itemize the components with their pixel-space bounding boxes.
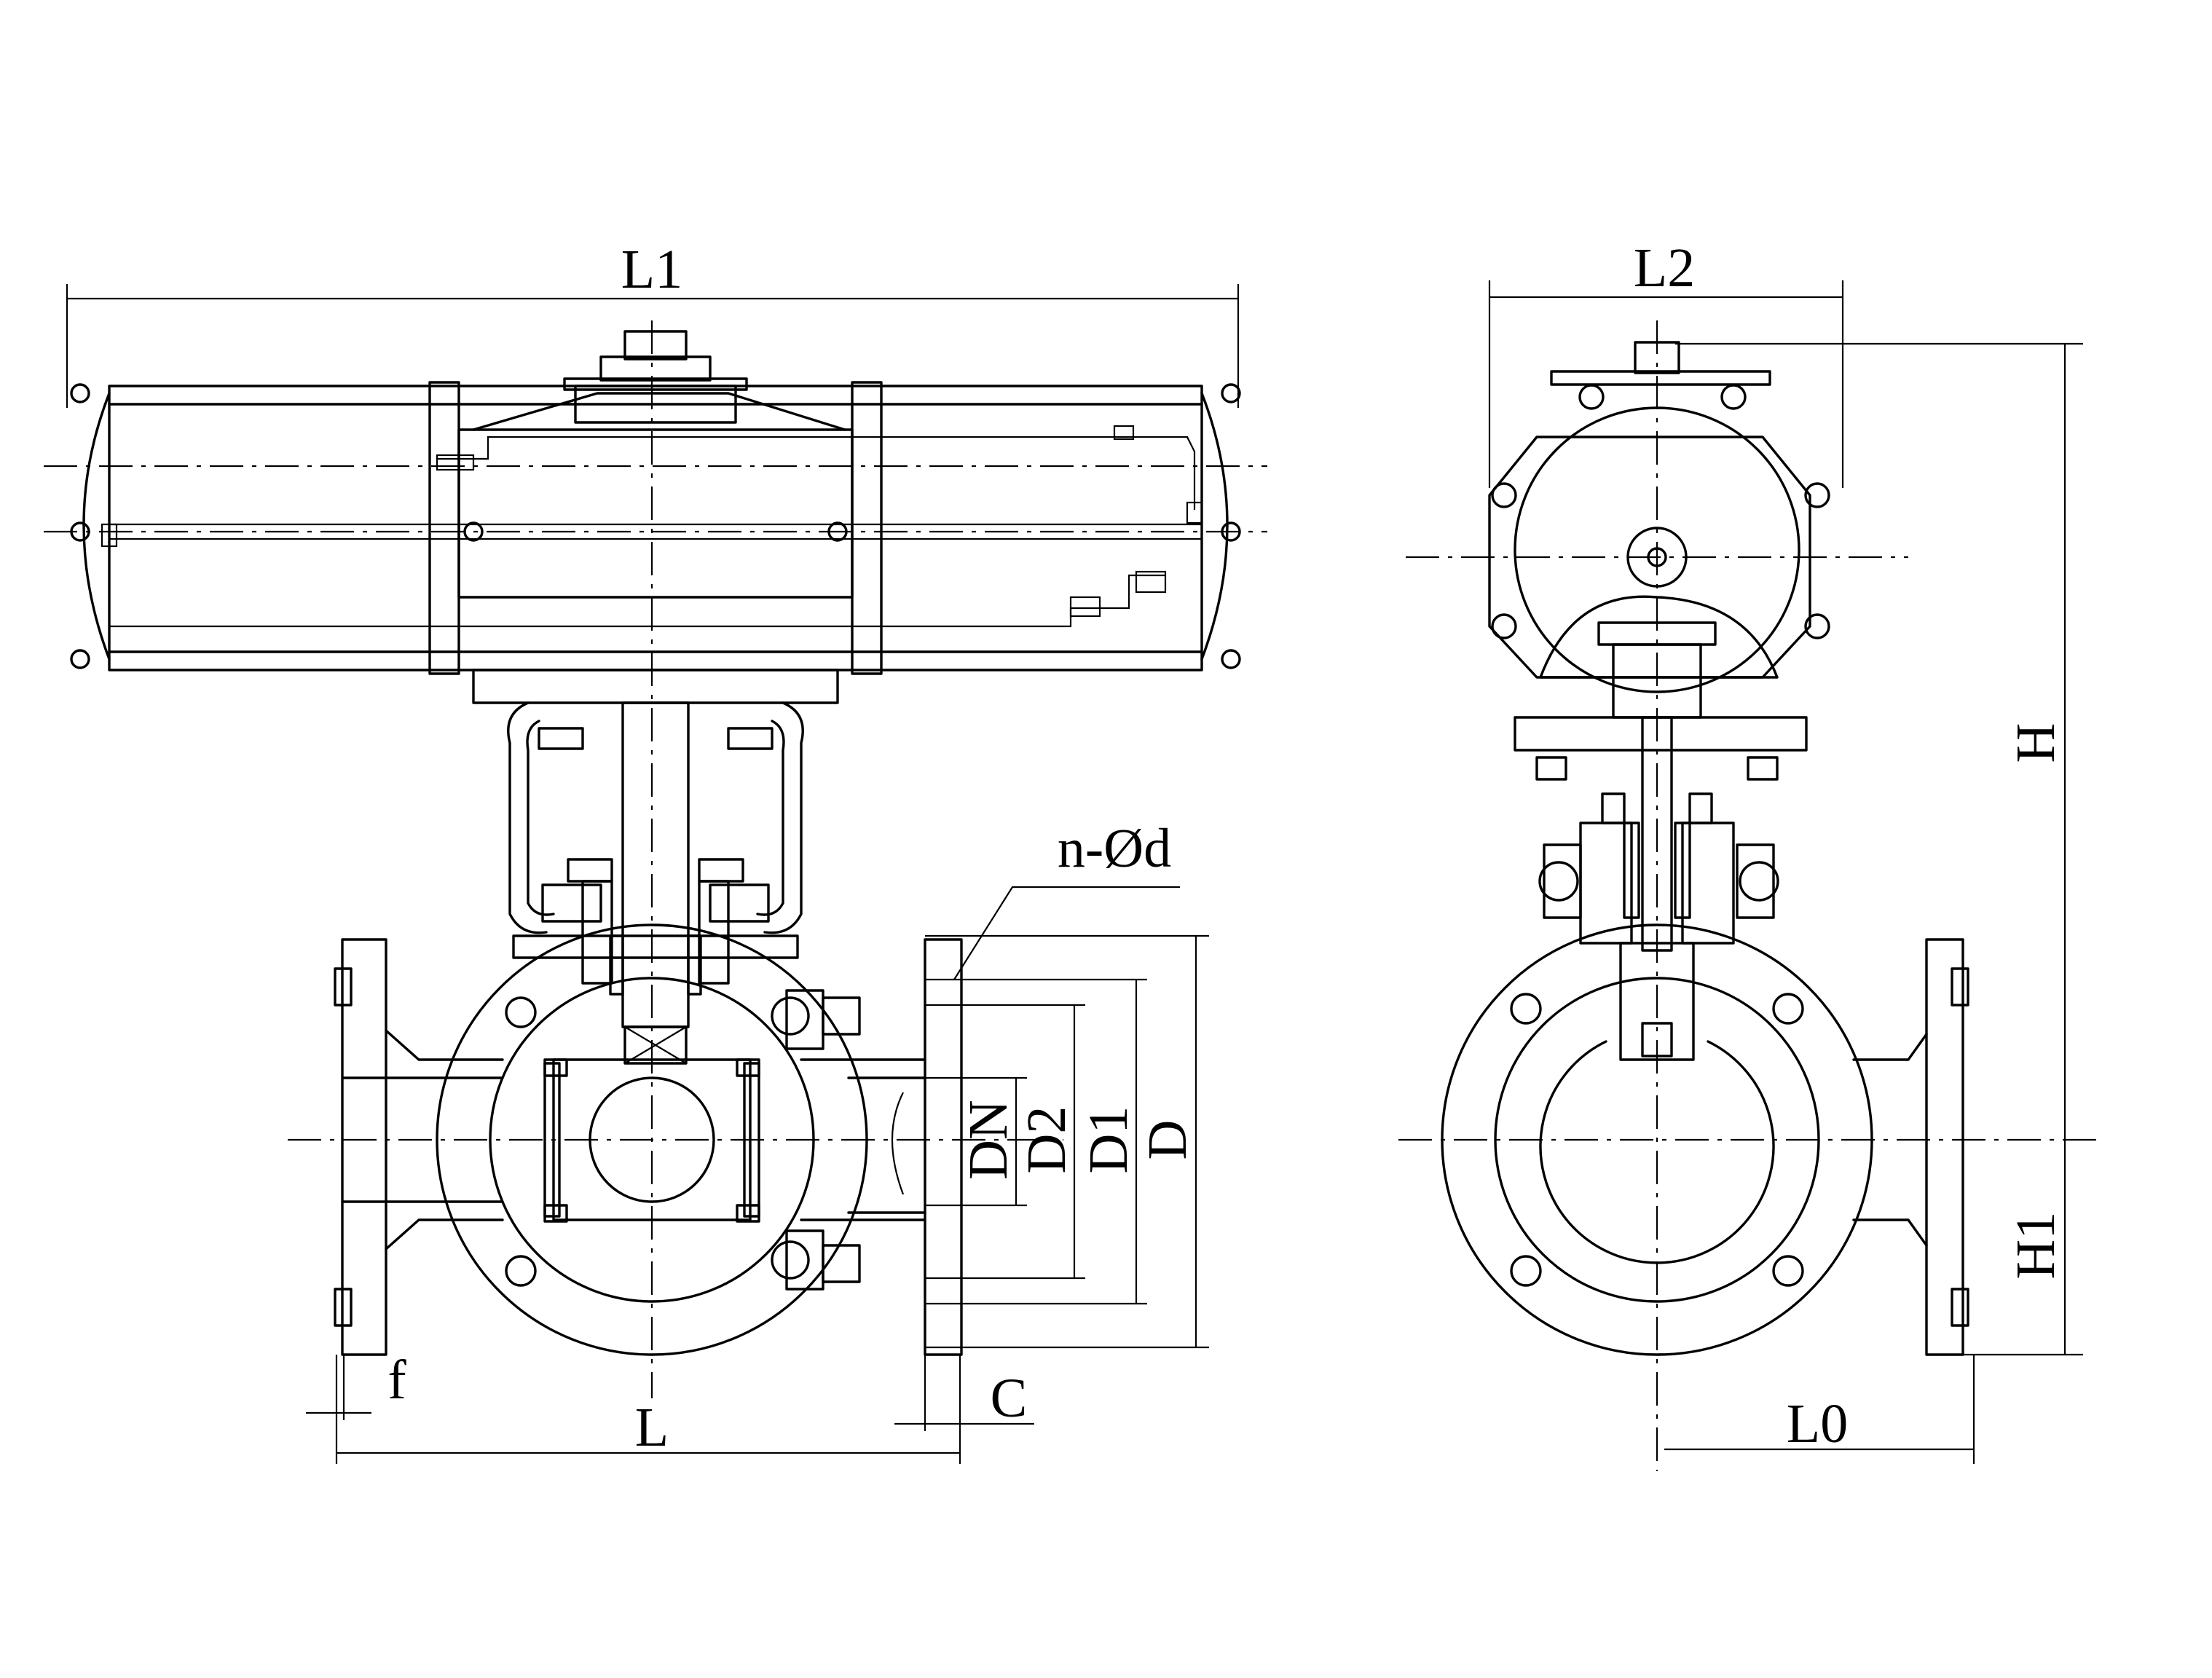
label-d2: D2 xyxy=(1016,1106,1077,1174)
label-l2: L2 xyxy=(1634,237,1695,299)
bracket-side xyxy=(1514,716,1808,1061)
center-lines xyxy=(44,320,2098,1471)
label-l1: L1 xyxy=(621,239,682,300)
label-l: L xyxy=(635,1397,669,1458)
label-f: f xyxy=(387,1350,406,1411)
side-view xyxy=(1441,341,1969,1356)
label-c: C xyxy=(991,1368,1028,1429)
label-h1: H1 xyxy=(2005,1212,2066,1280)
label-h: H xyxy=(2005,723,2066,763)
label-nd: n-Ød xyxy=(1058,818,1171,879)
dimensions xyxy=(66,280,2083,1464)
dimension-labels: L1 L2 L L0 f C n-Ød DN D2 D1 D H H1 xyxy=(387,237,2066,1458)
label-d1: D1 xyxy=(1078,1106,1139,1174)
actuator-front xyxy=(70,330,1241,704)
label-d: D xyxy=(1137,1120,1198,1160)
label-l0: L0 xyxy=(1787,1393,1848,1454)
actuator-side xyxy=(1488,341,1830,719)
label-dn: DN xyxy=(958,1100,1019,1180)
